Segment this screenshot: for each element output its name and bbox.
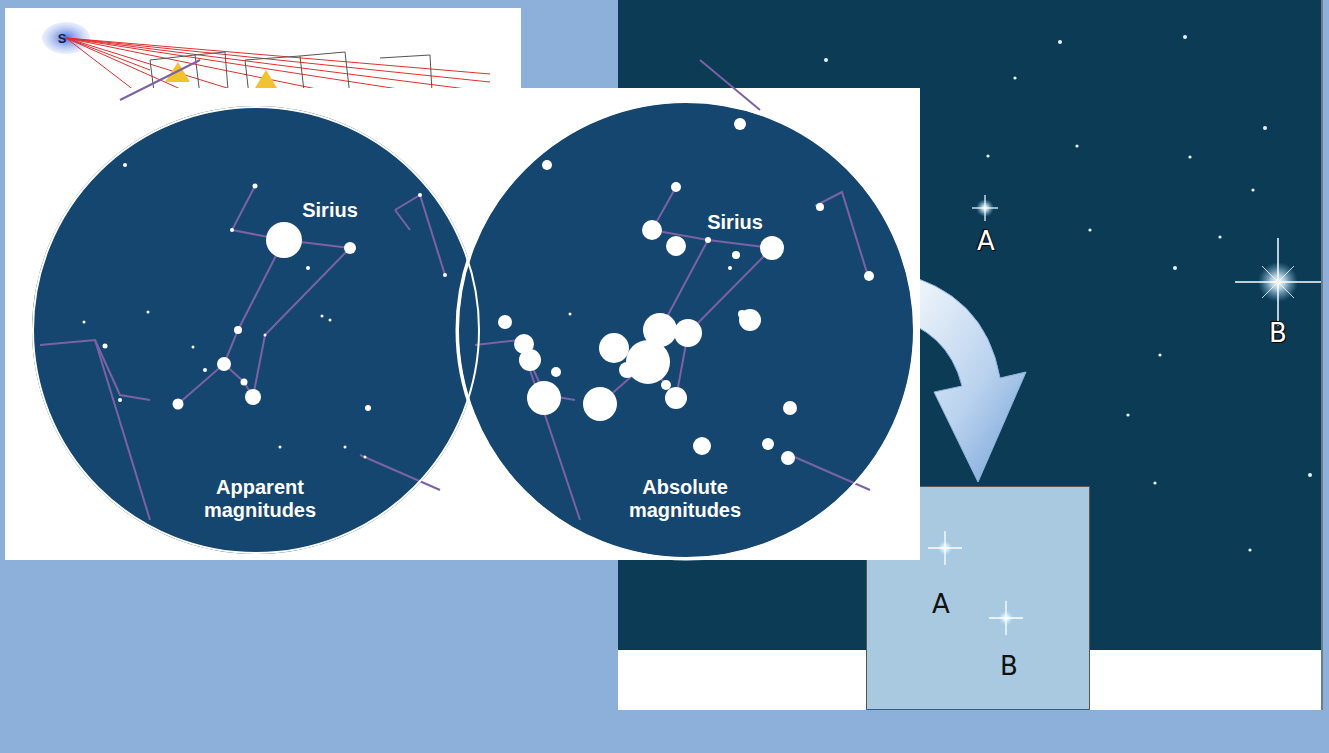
inset-star-b — [989, 601, 1023, 635]
star-name: Sirius — [707, 211, 763, 234]
star-a — [972, 195, 998, 221]
sky-disc — [32, 106, 480, 554]
sky-circle: SiriusAbsolute magnitudes — [457, 101, 915, 559]
source-label: S — [58, 31, 67, 46]
absolute-stars — [498, 118, 874, 465]
circle-caption: Apparent magnitudes — [190, 476, 330, 522]
star-label: A — [932, 590, 950, 620]
constellation-lines — [475, 60, 870, 520]
inset-star-a — [928, 531, 962, 565]
star-label: B — [1000, 652, 1018, 682]
star-label: A — [977, 227, 995, 257]
white-panel — [5, 238, 35, 560]
white-panel — [30, 88, 920, 560]
circle-caption: Absolute magnitudes — [615, 476, 755, 522]
constellation-lines — [40, 60, 445, 520]
star-b — [1235, 238, 1321, 326]
star-name: Sirius — [302, 199, 358, 222]
sky-disc — [457, 101, 915, 559]
panel-edge — [1321, 0, 1323, 710]
star-label: B — [1269, 319, 1287, 349]
sky-circle: SiriusApparent magnitudes — [32, 106, 480, 554]
apparent-stars — [83, 163, 448, 459]
